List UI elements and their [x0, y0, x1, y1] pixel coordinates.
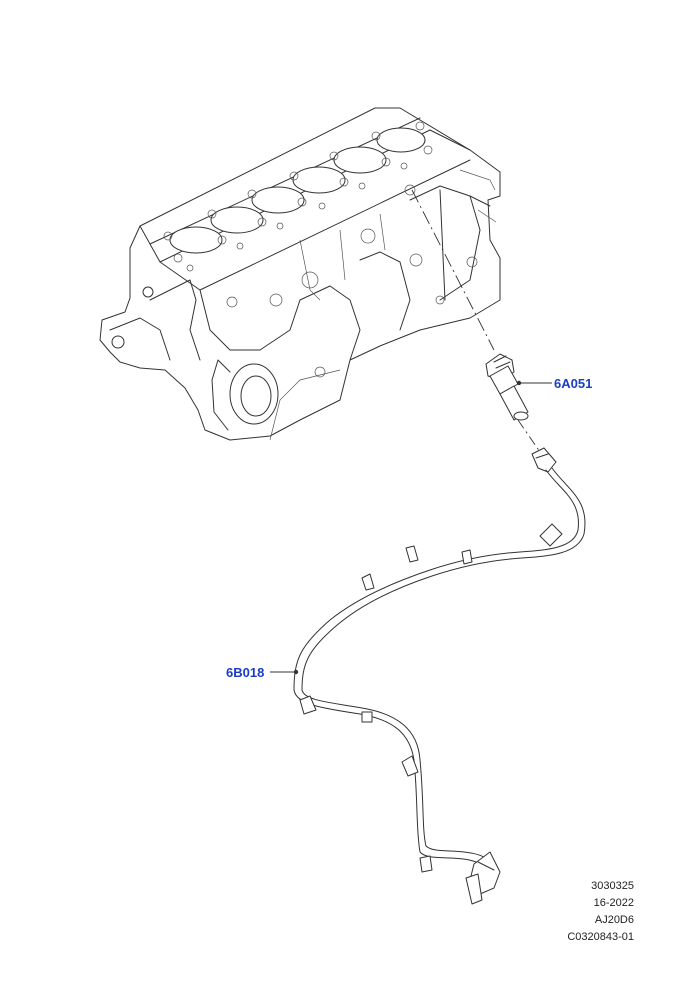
- drawing-date-code: 16-2022: [593, 897, 634, 909]
- sensor-connector-centerline: [517, 419, 541, 453]
- engine-block-illustration: [99, 107, 501, 441]
- illustration-reference: C0320843-01: [567, 931, 634, 943]
- engine-code: AJ20D6: [594, 914, 634, 926]
- wiring-harness-6b018-part[interactable]: [293, 447, 586, 905]
- callout-label-6a051[interactable]: 6A051: [554, 376, 593, 391]
- drawing-info-block: 3030325 16-2022 AJ20D6 C0320843-01: [567, 878, 634, 946]
- callout-dot-6a051: [516, 380, 522, 386]
- drawing-number: 3030325: [591, 880, 634, 892]
- alignment-centerline: [411, 189, 495, 351]
- sensor-6a051-part[interactable]: [485, 353, 529, 421]
- callout-label-6b018[interactable]: 6B018: [226, 665, 265, 680]
- callout-dot-6b018: [293, 669, 299, 675]
